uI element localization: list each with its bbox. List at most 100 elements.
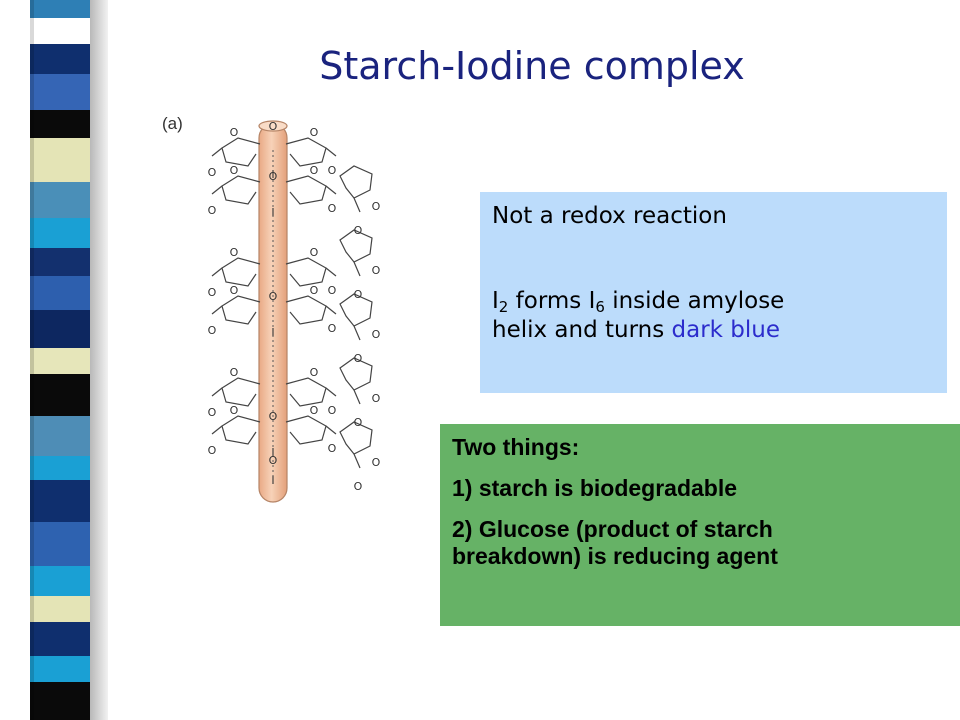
oxygen-label: O (208, 406, 217, 419)
iodine-label: I (271, 474, 274, 487)
stripe (30, 218, 90, 248)
ring-bond (285, 377, 327, 407)
oxygen-label: O (354, 480, 363, 493)
oxygen-label: O (310, 366, 319, 379)
oxygen-label: O (310, 404, 319, 417)
stripe (30, 374, 90, 416)
ring-bond (221, 295, 261, 325)
stripe (30, 138, 90, 182)
stripe (30, 416, 90, 456)
rod-oxygen-label: O (269, 410, 278, 423)
figure-label: (a) (162, 114, 183, 133)
oxygen-label: O (354, 352, 363, 365)
glucose-helix (211, 137, 337, 445)
stripe (30, 44, 90, 74)
ring-bond (325, 305, 337, 315)
ring-bond (339, 421, 373, 455)
oxygen-label: O (372, 264, 381, 277)
ring-bond (211, 387, 223, 397)
oxygen-label: O (328, 202, 337, 215)
stripe-shadow (30, 0, 34, 720)
stripe (30, 522, 90, 566)
oxygen-label: O (208, 444, 217, 457)
oxygen-label: O (208, 204, 217, 217)
two-things-box: Two things: 1) starch is biodegradable 2… (440, 424, 960, 626)
oxygen-label: O (208, 166, 217, 179)
helix-turns-text: helix and turns dark blue (492, 317, 781, 343)
ring-bond (211, 147, 223, 157)
oxygen-label: O (230, 284, 239, 297)
ring-bond (325, 147, 337, 157)
rod-oxygen-label: O (269, 120, 278, 133)
stripe (30, 276, 90, 310)
stripe (30, 682, 90, 720)
ring-bond (339, 357, 373, 391)
oxygen-label: O (372, 200, 381, 213)
oxygen-label: O (230, 404, 239, 417)
ring-bond (285, 137, 327, 167)
ring-bond (221, 137, 261, 167)
ring-bond (353, 389, 361, 405)
ring-bond (221, 175, 261, 205)
ring-bond (211, 185, 223, 195)
oxygen-label: O (328, 404, 337, 417)
ring-bond (339, 229, 373, 263)
stripe (30, 18, 90, 44)
oxygen-label: O (310, 164, 319, 177)
atom-labels: OOOOOOOOOIOOOOOOOOOIOOOOOOOOOIOIOIOOOOOO… (208, 120, 381, 493)
ring-bond (339, 293, 373, 327)
stripe (30, 310, 90, 348)
stripe (30, 596, 90, 622)
ring-bond (285, 257, 327, 287)
oxygen-label: O (310, 246, 319, 259)
oxygen-label: O (230, 164, 239, 177)
ring-bond (353, 261, 361, 277)
ring-bond (285, 415, 327, 445)
stripe (30, 0, 90, 18)
iodine-label: I (271, 446, 274, 459)
decorative-stripe-bar (0, 0, 108, 720)
oxygen-label: O (328, 284, 337, 297)
oxygen-label: O (310, 126, 319, 139)
oxygen-label: O (208, 324, 217, 337)
ring-bond (325, 387, 337, 397)
redox-info-box: Not a redox reaction I2 forms I6 inside … (480, 192, 947, 393)
rod-oxygen-label: O (269, 170, 278, 183)
ring-bond (353, 197, 361, 213)
ring-bond (325, 185, 337, 195)
stripe (30, 110, 90, 138)
ring-bond (353, 453, 361, 469)
ring-bond (339, 165, 373, 199)
stripe (30, 566, 90, 596)
ring-bond (211, 267, 223, 277)
ring-bond (325, 425, 337, 435)
oxygen-label: O (354, 288, 363, 301)
oxygen-label: O (372, 392, 381, 405)
rod-oxygen-label: O (269, 454, 278, 467)
oxygen-label: O (230, 366, 239, 379)
stripe (30, 480, 90, 522)
ring-bond (211, 305, 223, 315)
stripe (30, 622, 90, 656)
stripe-shadow (90, 0, 108, 720)
slide-title: Starch-Iodine complex (319, 44, 745, 88)
iodine-label: I (271, 326, 274, 339)
stripe (30, 248, 90, 276)
not-redox-text: Not a redox reaction (492, 203, 727, 229)
oxygen-label: O (230, 126, 239, 139)
oxygen-label: O (310, 284, 319, 297)
stripe (30, 456, 90, 480)
dark-blue-text: dark blue (671, 317, 781, 343)
oxygen-label: O (328, 322, 337, 335)
iodine-label: I (271, 168, 274, 181)
ring-bond (325, 267, 337, 277)
oxygen-label: O (230, 246, 239, 259)
oxygen-label: O (328, 164, 337, 177)
ring-bond (285, 175, 327, 205)
iodine-forms-text: I2 forms I6 inside amylose (492, 288, 785, 316)
ring-bond (221, 377, 261, 407)
oxygen-label: O (372, 328, 381, 341)
oxygen-label: O (354, 224, 363, 237)
ring-bond (285, 295, 327, 325)
